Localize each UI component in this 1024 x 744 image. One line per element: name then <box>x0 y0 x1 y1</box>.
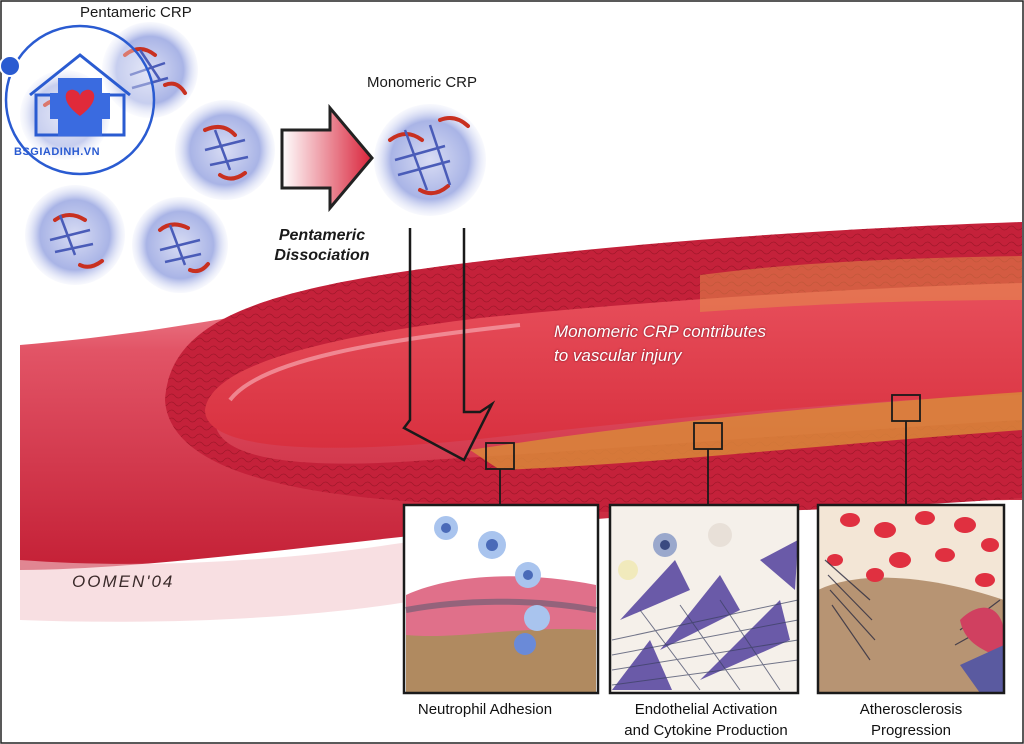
panel-atherosclerosis-progression <box>816 503 1006 695</box>
dissociation-arrow <box>280 103 374 213</box>
injury-line-2: to vascular injury <box>554 346 682 365</box>
caption-line-1: Endothelial Activation <box>634 701 778 718</box>
caption-line-2: and Cytokine Production <box>624 722 788 739</box>
vascular-injury-label: Monomeric CRP contributes to vascular in… <box>554 320 766 368</box>
panel-neutrophil-adhesion <box>402 503 600 695</box>
pentameric-crp <box>20 22 275 293</box>
caption-line-1: Neutrophil Adhesion <box>417 701 553 718</box>
monomeric-crp <box>374 104 486 216</box>
dissociation-line-2: Dissociation <box>274 247 370 264</box>
callout-connectors <box>485 394 921 505</box>
panel-caption-atherosclerosis: Atherosclerosis Progression <box>818 699 1004 741</box>
watermark-text: BSGIADINH.VN <box>14 146 101 158</box>
pentameric-crp-label: Pentameric CRP <box>80 4 192 21</box>
watermark-logo <box>0 24 156 176</box>
panel-endothelial-activation <box>608 503 800 695</box>
panel-caption-endothelial: Endothelial Activation and Cytokine Prod… <box>604 699 808 741</box>
dissociation-line-1: Pentameric <box>278 227 366 244</box>
panel-caption-neutrophil: Neutrophil Adhesion <box>404 699 566 720</box>
dissociation-label: Pentameric Dissociation <box>262 226 382 266</box>
monomeric-crp-label: Monomeric CRP <box>367 74 478 91</box>
caption-line-2: Progression <box>870 722 952 739</box>
injury-line-1: Monomeric CRP contributes <box>554 322 766 341</box>
artist-signature: OOMEN'04 <box>72 572 175 591</box>
caption-line-1: Atherosclerosis <box>859 701 963 718</box>
injury-arrow <box>402 228 496 462</box>
